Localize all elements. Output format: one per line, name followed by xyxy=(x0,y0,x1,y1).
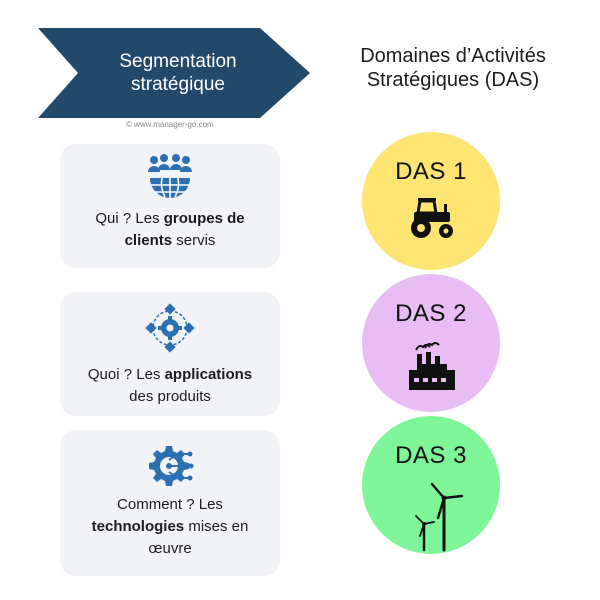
credit-text: © www.manager-go.com xyxy=(126,120,214,129)
card-clients-bold: groupes de xyxy=(163,210,245,227)
das-title-line1: Domaines d’Activités xyxy=(360,45,546,67)
card-technologies-post: mises en xyxy=(184,518,249,535)
das-2-label: DAS 2 xyxy=(395,300,467,327)
factory-icon xyxy=(407,340,457,397)
card-applications-bold: applications xyxy=(164,366,253,383)
card-technologies-post2: œuvre xyxy=(148,540,192,557)
tractor-icon xyxy=(408,194,456,247)
card-clients-post: servis xyxy=(172,232,216,249)
card-applications-pre: Quoi ? Les xyxy=(87,366,165,383)
card-clients: Qui ? Les groupes de clients servis xyxy=(60,144,280,268)
card-technologies-pre: Comment ? Les xyxy=(117,496,223,513)
card-clients-text: Qui ? Les groupes de clients servis xyxy=(68,208,272,252)
arrow-banner-shape xyxy=(38,28,310,118)
card-clients-bold2: clients xyxy=(124,232,173,249)
card-applications-text: Quoi ? Les applications des produits xyxy=(68,364,272,408)
das-title-line2: Stratégiques (DAS) xyxy=(366,69,540,91)
das-1-circle: DAS 1 xyxy=(362,132,500,270)
banner-line1: Segmentation xyxy=(119,51,237,72)
wind-turbine-icon xyxy=(404,480,464,557)
gear-circuit-icon xyxy=(144,440,196,492)
card-technologies-bold: technologies xyxy=(91,518,185,535)
card-applications-post: des produits xyxy=(129,388,211,405)
banner-line2: stratégique xyxy=(130,74,225,95)
segmentation-banner: Segmentation stratégique xyxy=(38,28,310,118)
people-globe-icon xyxy=(144,152,196,204)
card-applications: Quoi ? Les applications des produits xyxy=(60,292,280,416)
das-3-circle: DAS 3 xyxy=(362,416,500,554)
das-1-label: DAS 1 xyxy=(395,158,467,185)
card-technologies-text: Comment ? Les technologies mises en œuvr… xyxy=(68,494,272,560)
banner-title: Segmentation stratégique xyxy=(88,50,268,96)
card-clients-pre: Qui ? Les xyxy=(95,210,164,227)
das-3-label: DAS 3 xyxy=(395,442,467,469)
card-technologies: Comment ? Les technologies mises en œuvr… xyxy=(60,430,280,576)
gear-cubes-icon xyxy=(144,302,196,354)
das-2-circle: DAS 2 xyxy=(362,274,500,412)
das-title: Domaines d’Activités Stratégiques (DAS) xyxy=(322,44,584,92)
